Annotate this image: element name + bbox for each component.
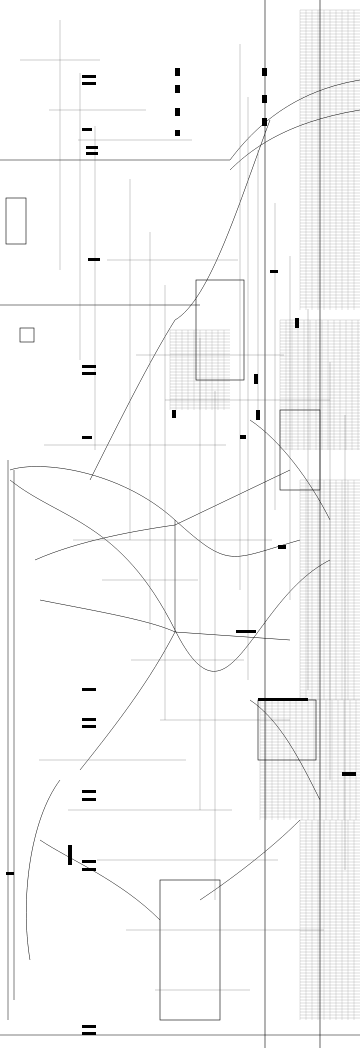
- route-line: [249, 419, 331, 521]
- frame-box: [195, 279, 245, 381]
- block-mark: [240, 435, 246, 439]
- block-mark: [82, 1025, 96, 1028]
- minor-lines: [20, 20, 346, 991]
- block-mark: [82, 790, 96, 793]
- block-mark: [82, 725, 96, 728]
- route-line: [9, 479, 331, 672]
- route-line: [39, 599, 176, 633]
- frame-box: [279, 409, 321, 491]
- route-line: [9, 466, 301, 557]
- frame-box: [5, 197, 27, 245]
- block-mark: [258, 698, 308, 701]
- block-mark: [175, 85, 180, 93]
- block-mark: [82, 82, 96, 85]
- route-line: [249, 699, 321, 801]
- block-marks: [6, 68, 356, 1035]
- block-mark: [82, 436, 92, 439]
- frame-box: [159, 879, 221, 1021]
- block-mark: [82, 718, 96, 721]
- block-mark: [82, 1032, 96, 1035]
- block-mark: [6, 872, 14, 875]
- block-mark: [86, 146, 98, 149]
- block-mark: [172, 410, 176, 418]
- block-mark: [236, 630, 256, 633]
- block-mark: [82, 688, 96, 691]
- block-mark: [82, 75, 96, 78]
- block-mark: [342, 772, 356, 776]
- route-line: [34, 524, 176, 561]
- frame-box: [19, 327, 35, 343]
- route-line: [229, 109, 360, 171]
- routing-lines: [7, 79, 360, 1020]
- block-mark: [262, 68, 267, 76]
- route-line: [39, 839, 161, 921]
- route-line: [79, 631, 176, 771]
- block-mark: [175, 68, 180, 76]
- block-mark: [175, 108, 180, 116]
- block-mark: [82, 798, 96, 801]
- route-line: [174, 119, 271, 321]
- block-mark: [82, 860, 96, 863]
- block-mark: [88, 258, 100, 261]
- block-mark: [278, 545, 286, 549]
- block-mark: [262, 95, 267, 103]
- block-mark: [68, 845, 72, 865]
- block-mark: [295, 318, 299, 328]
- route-line: [89, 319, 176, 481]
- block-mark: [82, 372, 96, 375]
- block-mark: [86, 152, 98, 155]
- route-line: [26, 779, 61, 961]
- block-mark: [175, 130, 180, 136]
- block-mark: [270, 270, 278, 273]
- block-mark: [82, 365, 96, 368]
- route-line: [174, 469, 291, 526]
- block-mark: [82, 128, 92, 131]
- block-mark: [254, 374, 258, 384]
- block-mark: [262, 118, 267, 126]
- block-mark: [256, 410, 260, 420]
- route-line: [174, 631, 291, 641]
- route-line: [229, 79, 360, 161]
- block-mark: [82, 868, 96, 871]
- route-line: [199, 819, 301, 901]
